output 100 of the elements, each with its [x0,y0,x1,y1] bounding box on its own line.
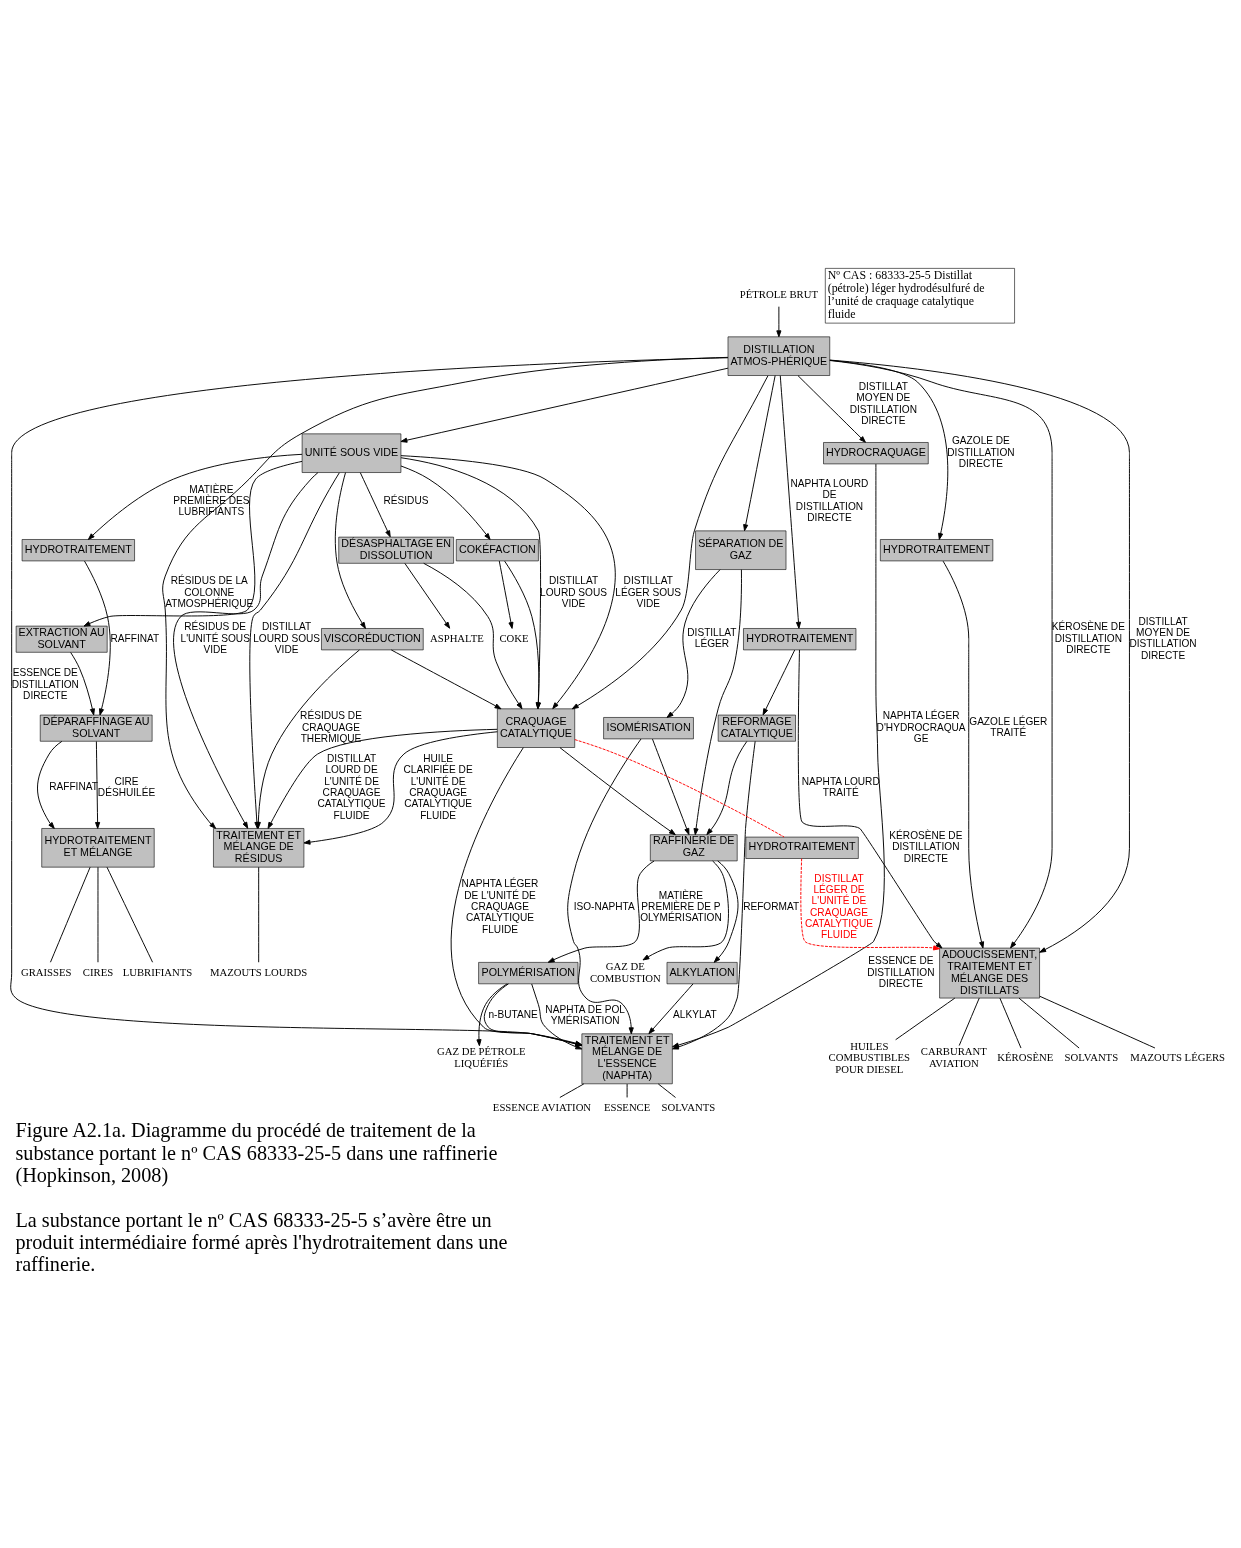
connector [574,739,785,838]
edge-label: CIRE DÉSHUILÉE [97,775,156,799]
edge-label: NAPHTA LÉGER D'HYDROCRAQUAGE [876,710,966,744]
edge-label: RÉSIDUS DE LA COLONNE ATMOSPHÉRIQUE [165,575,254,609]
arrow [400,367,729,443]
arrow [400,455,616,710]
edge-label: n-BUTANE [488,1009,538,1021]
node-box: COKÉFACTION [455,539,539,562]
node-box: POLYMÉRISATION [478,962,579,985]
node-text: MAZOUTS LÉGERS [1130,1051,1226,1064]
arrow [359,472,391,538]
arrow [706,740,748,836]
edge-label: NAPHTA LOURD TRAITÉ [801,775,880,799]
connector [1018,997,1080,1049]
arrow [713,860,739,963]
arrow [303,731,498,845]
arrow [762,649,796,716]
node-box: DISTILLATION ATMOS-PHÉRIQUE [727,336,831,376]
arrow [942,560,985,949]
node-box: HYDROTRAITEMENT [743,628,857,651]
edge-label: GAZOLE DE DISTILLATION DIRECTE [947,435,1015,469]
arrow [423,562,523,710]
arrow [559,747,676,836]
arrow [829,359,1130,953]
edge-label: ALKYLAT [673,1009,717,1021]
arrow [652,738,690,836]
node-text: KÉROSÈNE [997,1051,1054,1064]
node-box: HYDROTRAITEMENT [880,539,994,562]
edge-label: KÉROSÈNE DE DISTILLATION DIRECTE [1051,621,1125,655]
node-box: TRAITEMENT ET MÉLANGE DE L'ESSENCE (NAPHTA) [581,1033,673,1085]
arrow [334,472,366,629]
connector [657,1083,676,1098]
arrow [779,375,802,629]
node-box: CRAQUAGE CATALYTIQUE [497,708,575,748]
edge-label: RÉSIDUS DE CRAQUAGE THERMIQUE [300,710,362,744]
node-text: GRAISSES [20,965,72,978]
node-text: HUILES COMBUSTIBLES POUR DIESEL [828,1039,911,1076]
edge-label: DISTILLAT MOYEN DE DISTILLATION DIRECTE [1129,615,1197,661]
connector [895,997,956,1041]
edge-label: ISO-NAPHTA [573,901,635,913]
node-box: DÉSASPHALTAGE EN DISSOLUTION [338,536,454,564]
edge-label: MATIÈRE PREMIÈRE DE POLYMÉRISATION [640,889,722,924]
arrow [800,858,940,951]
node-box: HYDROCRAQUAGE [823,442,929,465]
edge-label: ESSENCE DE DISTILLATION DIRECTE [11,667,79,702]
arrow [83,460,303,627]
arrow [390,649,502,710]
arrow [567,738,642,1035]
arrow [476,983,508,1047]
arrow [797,649,943,949]
arrow [797,375,866,443]
node-text: GAZ DE COMBUSTION [589,959,661,984]
node-text: ESSENCE AVIATION [492,1100,592,1113]
arrow [84,560,111,716]
connector [1039,995,1156,1049]
edge-label: DISTILLAT LÉGER [687,626,737,650]
edge-label: DISTILLAT MOYEN DE DISTILLATION DIRECTE [849,381,917,427]
arrow [504,560,541,710]
edge-label: DISTILLAT LOURD SOUS VIDE [253,621,321,655]
edge-label: NAPHTA LOURD DE DISTILLATION DIRECTE [790,478,869,524]
node-text: GAZ DE PÉTROLE LIQUÉFIÉS [436,1045,526,1070]
node-box: HYDROTRAITEMENT [745,836,859,859]
edge-label: DISTILLAT LÉGER SOUS VIDE [615,575,682,609]
node-box: VISCORÉDUCTION [321,628,424,651]
arrow [70,651,95,716]
edge-label: HUILE CLARIFIÉE DE L'UNITÉ DE CRAQUAGE CATALYTIQUE FLUIDE [403,753,473,821]
arrow [400,465,491,540]
connector [999,997,1022,1049]
edge-label: RÉSIDUS [383,495,429,507]
edge-label: REFORMAT [743,901,800,913]
node-box: HYDROTRAITEMENT ET MÉLANGE [41,828,155,868]
connector [958,997,980,1047]
node-box: REFORMAGE CATALYTIQUE [717,714,796,742]
node-text: MAZOUTS LOURDS [210,965,308,978]
edge-label: NAPHTA LÉGER DE L'UNITÉ DE CRAQUAGE CATALYTIQUE FLUIDE [461,878,539,935]
arrow [95,740,101,829]
edge-label: DISTILLAT LOURD DE L'UNITÉ DE CRAQUAGE CATALYTIQUE FLUIDE [317,753,386,821]
node-box: UNITÉ SOUS VIDE [301,433,402,473]
label: ESSENCE DE DISTILLATION DIRECTE [867,955,935,989]
arrow [666,569,721,718]
edge-label: RAFFINAT [49,781,98,793]
arrow [571,375,769,710]
node-text: CARBURANT AVIATION [920,1045,987,1070]
edge-label: RÉSIDUS DE L'UNITÉ SOUS VIDE [180,621,250,655]
arrow [37,740,63,829]
edge-label: GAZOLE LÉGER TRAITÉ [969,715,1048,739]
node-box: EXTRACTION AU SOLVANT [15,625,108,653]
arrow [498,560,514,629]
node-box: ADOUCISSEMENT, TRAITEMENT ET MÉLANGE DES DISTILLATS [939,947,1040,999]
label: KÉROSÈNE DE DISTILLATION DIRECTE [889,829,963,864]
node-box: SÉPARATION DE GAZ [695,530,787,570]
arrow [547,860,655,963]
arrow [776,306,782,338]
node-box: DÉPARAFFINAGE AU SOLVANT [39,714,153,742]
connector [50,866,91,963]
node-text: PÉTROLE BRUT [739,288,818,301]
arrow [267,728,498,829]
arrow [404,562,451,629]
node-box: ALKYLATION [666,962,738,985]
connector [559,1083,585,1098]
